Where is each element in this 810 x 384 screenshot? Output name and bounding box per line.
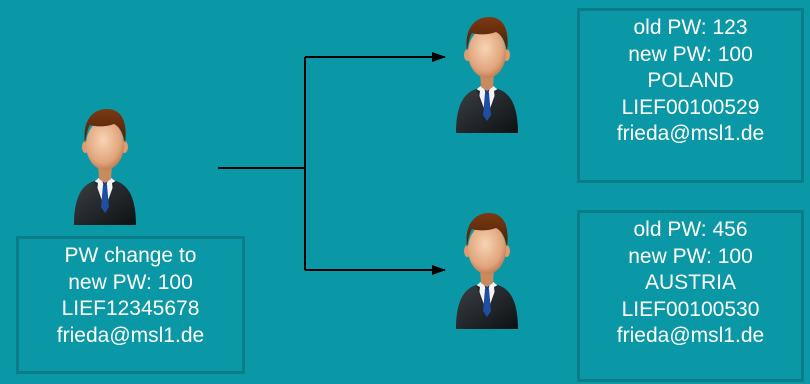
recipient-2-line-1: old PW: 456 xyxy=(633,218,748,241)
recipient-1-line-2: new PW: 100 xyxy=(628,42,753,66)
recipient-2-line-3: AUSTRIA xyxy=(644,271,736,295)
sender-info-box: PW change to new PW: 100 LIEF12345678 fr… xyxy=(16,236,245,374)
recipient-1-line-4: LIEF00100529 xyxy=(621,95,760,119)
recipient-1-businessman-icon xyxy=(452,5,522,135)
recipient-1-line-5: frieda@msl1.de xyxy=(616,122,765,146)
recipient-2-businessman-icon xyxy=(452,201,522,331)
recipient-2-line-2: new PW: 100 xyxy=(628,244,753,268)
recipient-1-info-box: old PW: 123 new PW: 100 POLAND LIEF00100… xyxy=(577,8,804,183)
sender-line-3: LIEF12345678 xyxy=(61,297,200,321)
sender-businessman-icon xyxy=(70,97,140,227)
recipient-2-line-4: LIEF00100530 xyxy=(621,297,760,321)
sender-line-4: frieda@msl1.de xyxy=(56,323,205,347)
recipient-2-info-box: old PW: 456 new PW: 100 AUSTRIA LIEF0010… xyxy=(577,210,804,382)
sender-line-2: new PW: 100 xyxy=(68,270,193,294)
recipient-1-line-3: POLAND xyxy=(647,69,734,93)
recipient-1-line-1: old PW: 123 xyxy=(633,16,748,39)
sender-line-1: PW change to xyxy=(64,244,197,267)
recipient-2-line-5: frieda@msl1.de xyxy=(616,324,765,348)
